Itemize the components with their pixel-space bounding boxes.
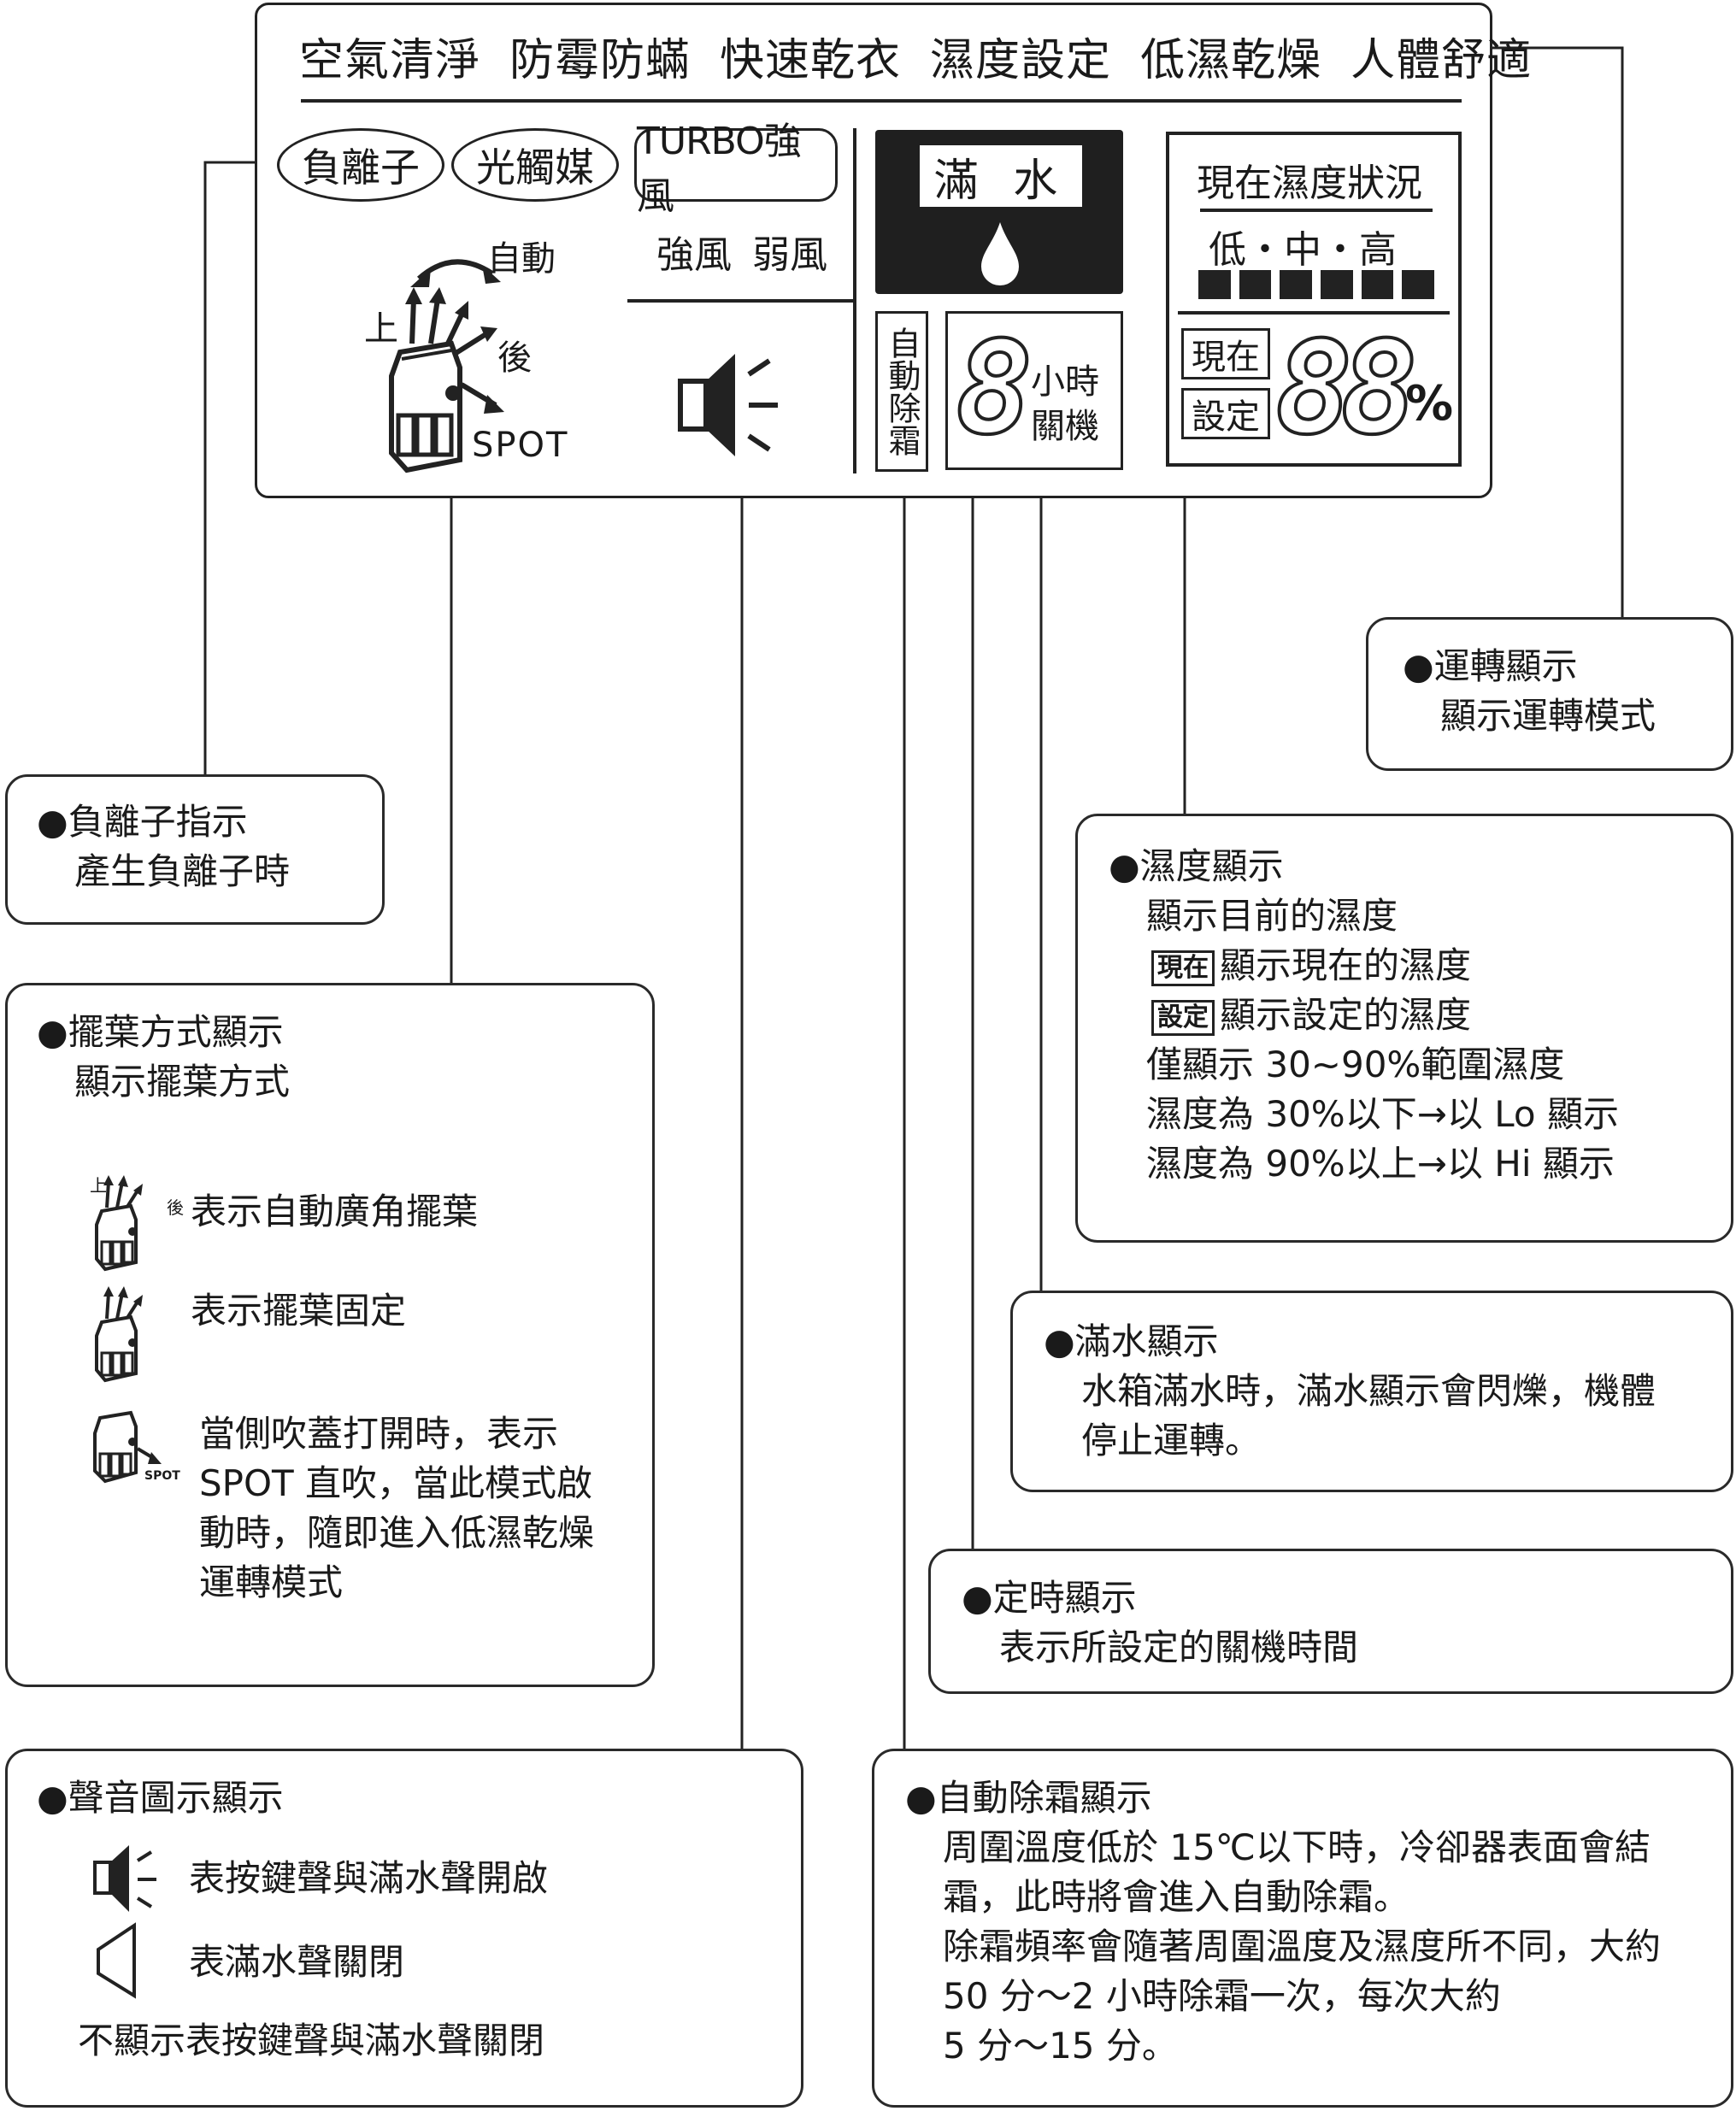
callout-humidity-line5: 濕度為 30%以下→以 Lo 顯示: [1146, 1093, 1619, 1135]
louver-swing-icon: [389, 259, 504, 473]
callout-defrost-title: 自動除霜顯示: [905, 1773, 1661, 1823]
mini-up-label: 上: [90, 1175, 107, 1196]
callout-ion: 負離子指示 產生負離子時: [5, 774, 385, 925]
mode-quick-dry: 快速乾衣: [720, 35, 902, 86]
timer-unit-hours: 小時: [1031, 362, 1099, 402]
fan-weak-label: 弱風: [752, 233, 827, 277]
callout-defrost: 自動除霜顯示 周圍溫度低於 15℃以下時，冷卻器表面會結 霜，此時將會進入自動除…: [872, 1749, 1733, 2108]
callout-louver-title: 擺葉方式顯示: [37, 1008, 290, 1057]
humidity-level-bar: [1198, 270, 1435, 299]
callout-current-tag: 現在: [1151, 950, 1215, 986]
timer-unit-off: 關機: [1031, 407, 1099, 446]
speaker-hidden-desc: 不顯示表按鍵聲與滿水聲關閉: [78, 2020, 545, 2061]
humidity-set-tag: 設定: [1181, 388, 1270, 439]
louver-fixed-desc: 表示擺葉固定: [191, 1290, 407, 1332]
mini-spot-label: SPOT: [144, 1469, 180, 1483]
humidity-current-tag: 現在: [1181, 328, 1270, 379]
callout-timer-title: 定時顯示: [962, 1573, 1358, 1623]
humidity-segment: [1280, 270, 1313, 299]
callout-set-tag: 設定: [1151, 999, 1215, 1036]
callout-current-text: 顯示現在的濕度: [1220, 944, 1472, 986]
louver-back-label: 後: [497, 338, 532, 378]
callout-defrost-line1: 周圍溫度低於 15℃以下時，冷卻器表面會結: [943, 1826, 1651, 1868]
humidity-segment: [1198, 270, 1231, 299]
full-water-label: 滿 水: [920, 145, 1082, 207]
louver-fixed-icon: [95, 1286, 143, 1383]
callout-full-water-title: 滿水顯示: [1044, 1317, 1656, 1367]
humidity-percent: %: [1405, 376, 1454, 432]
louver-spot-desc-4: 運轉模式: [199, 1561, 344, 1603]
callout-defrost-line3: 除霜頻率會隨著周圍溫度及濕度所不同，大約: [943, 1926, 1662, 1967]
humidity-display: [1166, 132, 1462, 467]
callout-sound: 聲音圖示顯示 表按鍵聲與滿水聲開啟 表滿水聲關閉 不顯示表按鍵聲與滿水聲關閉: [5, 1749, 803, 2108]
humidity-segment: [1321, 270, 1353, 299]
ion-indicator: 負離子: [277, 128, 444, 202]
callout-humidity-line1: 顯示目前的濕度: [1146, 895, 1398, 937]
louver-spot-icon: [93, 1410, 162, 1484]
turbo-indicator: TURBO強風: [634, 120, 838, 218]
louver-auto-icon: [95, 1175, 143, 1272]
speaker-on-desc: 表按鍵聲與滿水聲開啟: [189, 1857, 549, 1899]
humidity-segment: [1239, 270, 1272, 299]
humidity-scale: 低・中・高: [1209, 228, 1397, 272]
callout-defrost-line4: 50 分～2 小時除霜一次，每次大約: [943, 1975, 1501, 2017]
speaker-off-icon: [97, 1922, 136, 1999]
display-panel: [255, 3, 1492, 498]
fan-sound-divider: [627, 299, 855, 303]
callout-full-water-line1: 水箱滿水時，滿水顯示會閃爍，機體: [1081, 1370, 1657, 1412]
mode-air-purify: 空氣清淨: [299, 35, 481, 86]
callout-louver: 擺葉方式顯示 顯示擺葉方式 上 後 表示自動廣角擺葉 表示擺葉固定 SPOT 當…: [5, 983, 655, 1687]
speaker-off-desc: 表滿水聲關閉: [189, 1941, 405, 1983]
auto-defrost-indicator: 自動除霜: [875, 311, 928, 472]
callout-sound-title: 聲音圖示顯示: [37, 1773, 284, 1823]
callout-timer: 定時顯示 表示所設定的關機時間: [928, 1549, 1733, 1694]
callout-full-water: 滿水顯示 水箱滿水時，滿水顯示會閃爍，機體 停止運轉。: [1010, 1291, 1733, 1492]
mini-back-label: 後: [167, 1197, 184, 1218]
callout-set-text: 顯示設定的濕度: [1220, 994, 1472, 1036]
timer-digit: 8: [954, 315, 1034, 463]
mode-comfort: 人體舒適: [1351, 35, 1533, 86]
fan-strong-label: 強風: [656, 233, 732, 277]
louver-spot-desc-2: SPOT 直吹，當此模式啟: [199, 1462, 593, 1504]
humidity-segment: [1402, 270, 1435, 299]
callout-full-water-line2: 停止運轉。: [1081, 1420, 1262, 1461]
callout-operation-line: 顯示運轉模式: [1440, 695, 1657, 737]
humidity-title: 現在濕度狀況: [1197, 162, 1422, 205]
humidity-segment: [1361, 270, 1394, 299]
humidity-title-rule: [1200, 209, 1433, 212]
callout-humidity-title: 濕度顯示: [1109, 842, 1619, 891]
callout-humidity-line6: 濕度為 90%以上→以 Hi 顯示: [1146, 1143, 1615, 1185]
speaker-on-icon: [93, 1845, 156, 1912]
callout-defrost-line2: 霜，此時將會進入自動除霜。: [943, 1876, 1410, 1918]
callout-ion-title: 負離子指示: [37, 797, 290, 847]
louver-spot-desc-1: 當側吹蓋打開時，表示: [199, 1413, 559, 1455]
callout-ion-line: 產生負離子時: [74, 850, 291, 892]
callout-timer-line: 表示所設定的關機時間: [999, 1626, 1359, 1668]
callout-operation-title: 運轉顯示: [1403, 642, 1656, 691]
panel-vertical-divider: [853, 128, 856, 473]
callout-operation: 運轉顯示 顯示運轉模式: [1366, 617, 1733, 771]
louver-up-label: 上: [364, 309, 398, 349]
callout-defrost-line5: 5 分～15 分。: [943, 2025, 1178, 2067]
water-drop-icon: [981, 222, 1019, 285]
humidity-digits: 88: [1274, 315, 1420, 463]
mode-anti-mold: 防霉防蟎: [509, 35, 691, 86]
photocatalyst-indicator: 光觸媒: [451, 128, 619, 202]
louver-auto-label: 自動: [487, 239, 556, 279]
louver-spot-label: SPOT: [472, 426, 569, 465]
mode-humidity-set: 濕度設定: [930, 35, 1112, 86]
louver-auto-desc: 表示自動廣角擺葉: [191, 1191, 479, 1232]
timer-display: [945, 311, 1123, 470]
humidity-divider: [1178, 311, 1450, 315]
panel-divider: [301, 99, 1462, 103]
mode-low-humidity: 低濕乾燥: [1140, 35, 1322, 86]
operation-modes: 空氣清淨防霉防蟎快速乾衣濕度設定低濕乾燥人體舒適: [299, 24, 1532, 88]
callout-humidity-line4: 僅顯示 30~90%範圍濕度: [1146, 1044, 1565, 1085]
speaker-icon: [678, 354, 778, 456]
callout-louver-line: 顯示擺葉方式: [74, 1061, 291, 1103]
louver-spot-desc-3: 動時，隨即進入低濕乾燥: [199, 1512, 595, 1554]
